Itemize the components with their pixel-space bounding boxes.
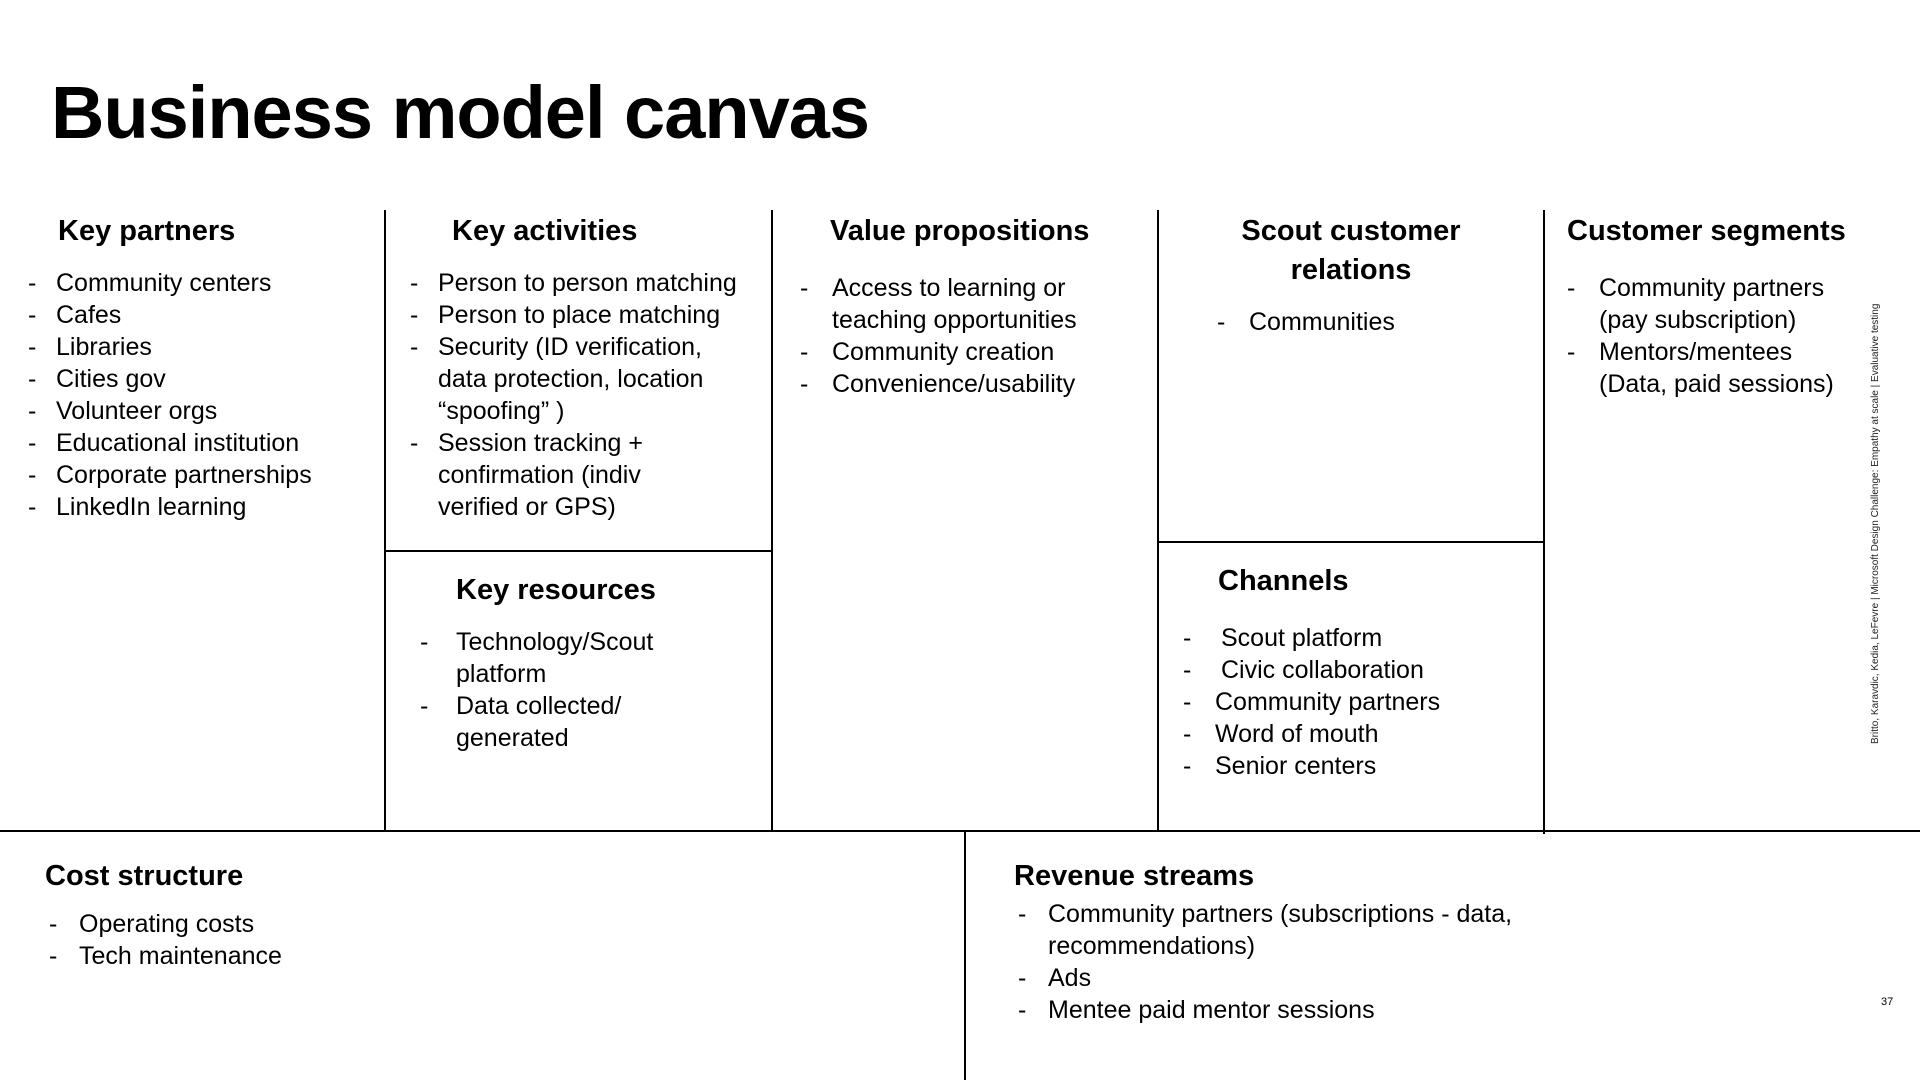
section-channels: Channels Scout platform Civic collaborat…	[1183, 562, 1538, 782]
heading-revenue-streams: Revenue streams	[1014, 860, 1255, 892]
list-customer-relations: Communities	[1217, 306, 1543, 338]
list-item: Communities	[1217, 306, 1543, 338]
list-item: Volunteer orgs	[28, 395, 378, 427]
list-item: Data collected/ generated	[420, 690, 686, 754]
heading-channels: Channels	[1218, 565, 1349, 597]
list-item: Tech maintenance	[49, 940, 745, 972]
list-item: Community centers	[28, 267, 378, 299]
divider-bottom-row	[0, 830, 1920, 832]
section-customer-relations: Scout customer relations Communities	[1159, 212, 1543, 338]
section-key-resources: Key resources Technology/Scout platform …	[420, 571, 760, 754]
list-cost-structure: Operating costs Tech maintenance	[49, 908, 745, 972]
list-item: Mentee paid mentor sessions	[1018, 994, 1578, 1026]
section-customer-segments: Customer segments Community partners (pa…	[1567, 212, 1877, 400]
section-revenue-streams: Revenue streams Community partners (subs…	[1014, 857, 1574, 1026]
heading-customer-segments: Customer segments	[1567, 215, 1846, 247]
list-value-propositions: Access to learning or teaching opportuni…	[800, 272, 1140, 400]
section-value-propositions: Value propositions Access to learning or…	[800, 212, 1150, 400]
list-item: Civic collaboration	[1183, 654, 1538, 686]
list-item: Community partners (pay subscription)	[1567, 272, 1849, 336]
list-item: Ads	[1018, 962, 1578, 994]
list-key-resources: Technology/Scout platform Data collected…	[420, 626, 720, 754]
list-item: Community partners (subscriptions - data…	[1018, 898, 1558, 962]
divider-cost-revenue	[964, 830, 966, 1080]
list-item: Convenience/usability	[800, 368, 1140, 400]
heading-key-activities: Key activities	[452, 215, 638, 247]
section-cost-structure: Cost structure Operating costs Tech main…	[45, 857, 745, 972]
list-revenue-streams: Community partners (subscriptions - data…	[1018, 898, 1578, 1026]
list-item: Cafes	[28, 299, 378, 331]
list-item: Scout platform	[1183, 622, 1538, 654]
heading-key-partners: Key partners	[58, 215, 236, 247]
divider-relations-channels	[1157, 541, 1545, 543]
list-item: Word of mouth	[1183, 718, 1538, 750]
list-key-partners: Community centers Cafes Libraries Cities…	[28, 267, 378, 523]
list-item: Cities gov	[28, 363, 378, 395]
divider-vertical-3	[1157, 210, 1159, 832]
list-item: Security (ID verification, data protecti…	[410, 331, 728, 427]
section-key-partners: Key partners Community centers Cafes Lib…	[28, 212, 378, 523]
list-customer-segments: Community partners (pay subscription) Me…	[1567, 272, 1867, 400]
list-item: Community creation	[800, 336, 1140, 368]
list-item: Corporate partnerships	[28, 459, 378, 491]
list-item: Operating costs	[49, 908, 745, 940]
list-key-activities: Person to person matching Person to plac…	[410, 267, 760, 523]
list-item: Mentors/mentees (Data, paid sessions)	[1567, 336, 1849, 400]
heading-cost-structure: Cost structure	[45, 860, 244, 892]
list-item: Access to learning or teaching opportuni…	[800, 272, 1102, 336]
list-item: Community partners	[1183, 686, 1538, 718]
list-item: LinkedIn learning	[28, 491, 378, 523]
divider-activities-resources	[384, 550, 773, 552]
list-item: Senior centers	[1183, 750, 1538, 782]
list-item: Educational institution	[28, 427, 378, 459]
list-item: Person to person matching	[410, 267, 760, 299]
list-channels: Scout platform Civic collaboration Commu…	[1183, 622, 1538, 782]
heading-value-propositions: Value propositions	[830, 215, 1090, 247]
page-number: 37	[1881, 996, 1894, 1008]
section-key-activities: Key activities Person to person matching…	[410, 212, 770, 523]
list-item: Technology/Scout platform	[420, 626, 696, 690]
heading-key-resources: Key resources	[456, 574, 656, 606]
list-item: Person to place matching	[410, 299, 760, 331]
list-item: Libraries	[28, 331, 378, 363]
footer-credit: Britto, Karavdic, Kedia, LeFevre | Micro…	[1870, 303, 1881, 744]
divider-vertical-1	[384, 210, 386, 832]
list-item: Session tracking + confirmation (indiv v…	[410, 427, 708, 523]
divider-vertical-2	[771, 210, 773, 832]
heading-customer-relations: Scout customer relations	[1241, 215, 1461, 286]
divider-vertical-4	[1543, 210, 1545, 834]
page-title: Business model canvas	[51, 71, 870, 154]
